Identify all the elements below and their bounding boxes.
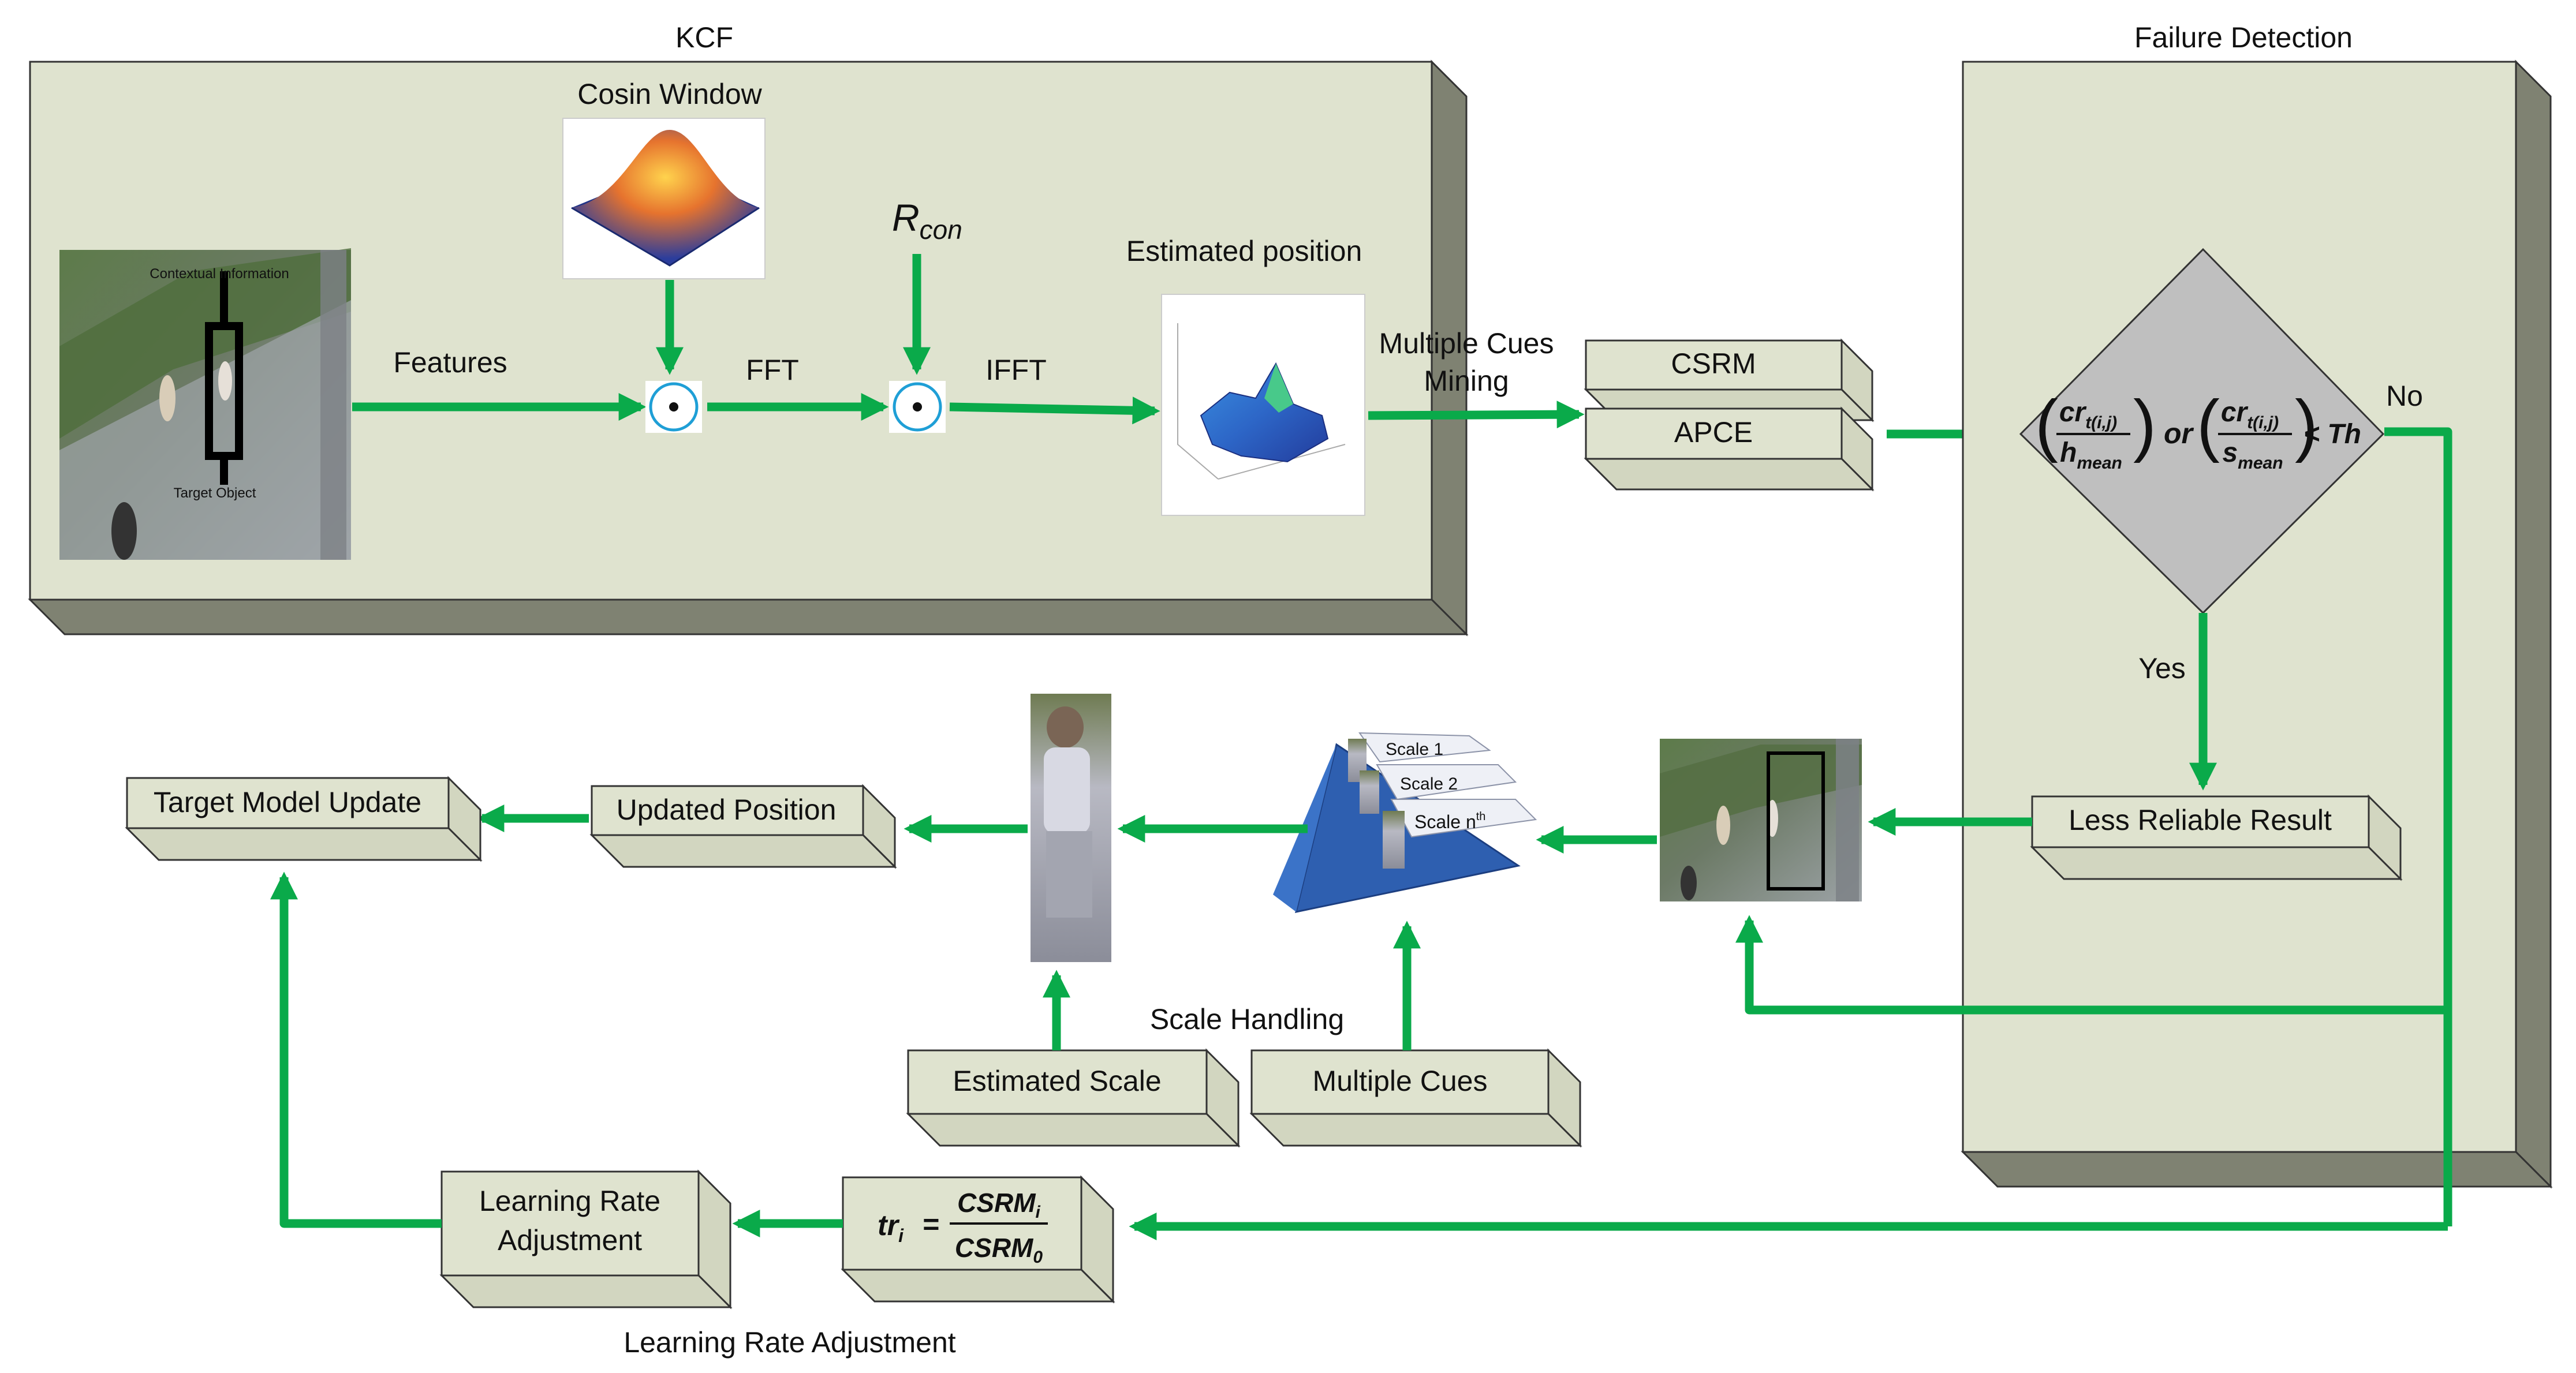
formula-numerator: CSRMi [957,1188,1040,1222]
svg-text:): ) [2295,386,2318,463]
scale-handling-title: Scale Handling [1150,1003,1344,1035]
learning-rate-title: Learning Rate Adjustment [624,1326,955,1359]
ifft-label: IFFT [985,354,1047,386]
learning-rate-formula-box: tri = CSRMi CSRM0 [841,1175,1115,1304]
target-model-update-box: Target Model Update [125,776,483,862]
less-reliable-result-box: Less Reliable Result [2030,794,2403,881]
detection-box [1767,751,1825,891]
kcf-title: KCF [675,21,733,54]
cues-mining-label-line1: Multiple Cues [1379,327,1554,360]
updated-position-box: Updated Position [589,784,897,869]
kcf-panel-bottom [28,598,1469,635]
estimated-scale-label: Estimated Scale [953,1065,1161,1097]
yes-label: Yes [2138,652,2186,684]
input-frame-image: Contextual Information Target Object [59,248,351,560]
multiply-node-2 [889,381,946,433]
apce-label: APCE [1674,416,1753,448]
condition-or: or [2164,417,2194,450]
learning-rate-adjustment-box: Learning Rate Adjustment [439,1169,733,1310]
tracked-person-crop [1031,694,1111,962]
scale-2-card: Scale 2 [1360,764,1517,814]
multiple-cues-label: Multiple Cues [1313,1065,1488,1097]
no-path [2384,427,2452,1226]
cosine-window-label: Cosin Window [577,78,762,110]
scale-n-label: Scale nth [1414,810,1485,832]
learning-rate-to-model-update-arrow [270,871,442,1228]
condition-tail: < Th [2304,419,2361,450]
multiply-node-1 [645,381,702,433]
no-to-detection-arrow [1735,915,2448,1015]
svg-text:crt(i,j): crt(i,j) [2221,397,2279,432]
multiple-cues-box: Multiple Cues [1249,1048,1582,1148]
formula-eq: = [922,1208,939,1240]
cosine-window-image [562,118,766,279]
estimated-scale-box: Estimated Scale [906,1048,1241,1148]
scale-pyramid: Scale 1 Scale 2 Scale nth [1273,732,1537,913]
scale-1-label: Scale 1 [1386,740,1443,759]
svg-text:(: ( [2197,386,2220,463]
r-con-label: Rcon [892,196,962,245]
cues-mining-label-line2: Mining [1424,365,1509,397]
failure-condition: ( crt(i,j) hmean ) or ( crt(i,j) smean )… [2035,386,2361,473]
failure-detection-title: Failure Detection [2134,21,2353,54]
formula-denominator: CSRM0 [955,1233,1043,1267]
apce-box: APCE [1584,406,1875,492]
target-model-update-label: Target Model Update [154,786,421,818]
csrm-label: CSRM [1671,347,1756,380]
estimated-position-label: Estimated position [1126,235,1362,267]
less-reliable-label: Less Reliable Result [2069,804,2332,836]
svg-text:hmean: hmean [2060,437,2122,473]
formula-lhs: tri [878,1209,904,1246]
svg-text:smean: smean [2222,437,2283,473]
failure-detection-panel [1961,59,2553,1189]
no-label: No [2386,380,2423,412]
scale-1-card: Scale 1 [1348,732,1491,782]
updated-position-label: Updated Position [617,794,837,826]
learning-rate-box-line2: Adjustment [498,1224,642,1256]
contextual-information-label: Contextual Information [150,266,289,282]
ifft-arrow [949,396,1160,425]
detection-frame-image [1660,739,1862,901]
features-label: Features [393,346,507,379]
target-object-label: Target Object [174,485,256,501]
learning-rate-box-line1: Learning Rate [479,1185,660,1217]
svg-text:(: ( [2035,386,2058,463]
cues-mining-arrow [1368,401,1585,429]
svg-text:crt(i,j): crt(i,j) [2059,397,2117,432]
svg-text:): ) [2133,386,2156,463]
response-map-image [1161,294,1365,516]
scale-n-card: Scale nth [1383,799,1537,869]
fft-label: FFT [746,354,799,386]
scale-2-label: Scale 2 [1400,775,1458,794]
